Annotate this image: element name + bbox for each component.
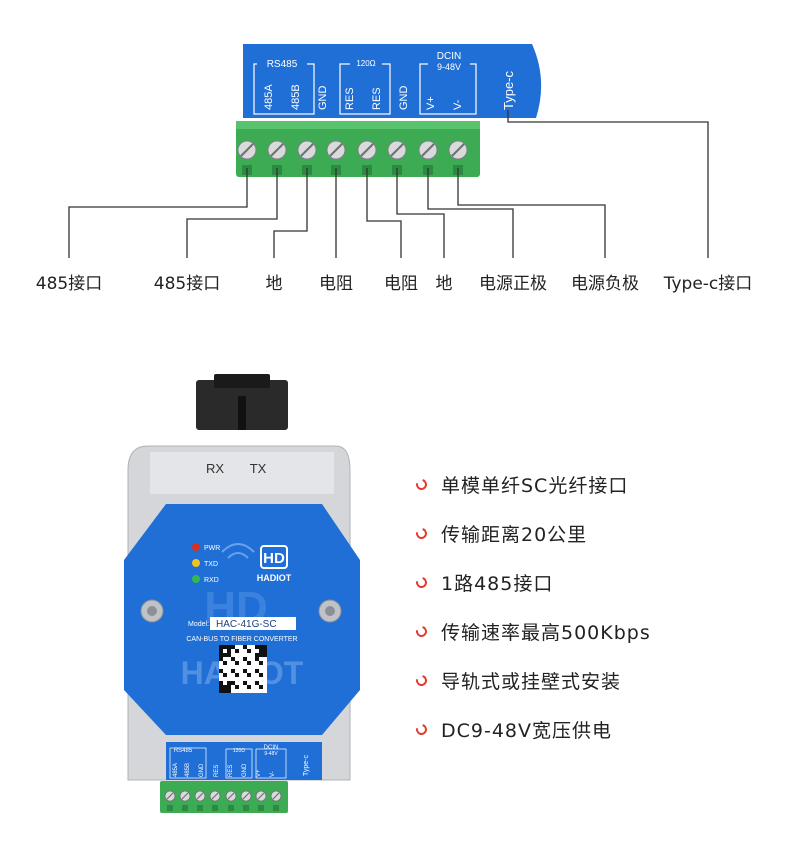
qr-code [219, 645, 267, 693]
feature-text: 单模单纤SC光纤接口 [441, 475, 629, 497]
bottom-group-rs485-label: RS485 [174, 748, 193, 754]
bullet-ring-icon [413, 721, 430, 738]
model-number: HAC-41G-SC [216, 619, 277, 630]
hadiot-logo-icon: HD [260, 545, 288, 569]
bottom-pin-label: 485A [173, 763, 179, 777]
feature-text: DC9-48V宽压供电 [441, 720, 613, 742]
feature-list: 单模单纤SC光纤接口 传输距离20公里 1路485接口 传输速率最高500Kbp… [413, 460, 651, 754]
group-dcin-label: DCIN [437, 51, 461, 62]
bottom-pin-labels: 485A 485B GND RES RES GND V+ V- [173, 763, 276, 777]
bottom-group-dcin-label: DCIN [264, 745, 279, 751]
feature-text: 导轨式或挂壁式安装 [441, 671, 622, 693]
callout-label: 电阻 [319, 274, 353, 294]
device-subtitle: CAN-BUS TO FIBER CONVERTER [186, 636, 297, 643]
pin-label: 485B [290, 84, 302, 110]
bottom-pin-label: GND [199, 763, 205, 777]
device-illustration: RX TX PWR TXD RXD HD HADIOT HD [124, 374, 360, 813]
bottom-pin-label: 485B [185, 763, 191, 777]
pwr-led-icon [192, 543, 200, 551]
feature-text: 1路485接口 [441, 573, 554, 595]
callout-label: 485接口 [36, 274, 102, 294]
typec-label: Type-c [501, 70, 516, 110]
feature-text: 传输速率最高500Kbps [441, 622, 651, 644]
callout-lines [68, 110, 709, 258]
callout-label: 地 [436, 274, 453, 294]
feature-item: 单模单纤SC光纤接口 [413, 460, 651, 509]
feature-item: 1路485接口 [413, 558, 651, 607]
bottom-group-120-label: 120Ω [233, 748, 245, 754]
bottom-pin-label: RES [214, 765, 220, 777]
pwr-label: PWR [204, 545, 220, 552]
bullet-ring-icon [413, 476, 430, 493]
rx-label: RX [206, 461, 224, 476]
group-rs485-label: RS485 [267, 59, 298, 70]
bottom-typec-label: Type-c [303, 754, 310, 776]
callout-label: 电源负极 [571, 274, 639, 294]
bullet-ring-icon [413, 574, 430, 591]
bottom-pin-label: RES [228, 765, 234, 777]
pin-label: GND [398, 86, 410, 111]
bottom-group-dcin-range-label: 9-48V [264, 751, 278, 757]
status-leds: PWR TXD RXD [192, 543, 220, 584]
txd-label: TXD [204, 561, 218, 568]
feature-item: 传输速率最高500Kbps [413, 607, 651, 656]
svg-text:HD: HD [263, 550, 285, 567]
txd-led-icon [192, 559, 200, 567]
bullet-ring-icon [413, 623, 430, 640]
rxd-label: RXD [204, 577, 219, 584]
top-connector-panel: RS485 120Ω DCIN 9-48V 485A 485B GND RES RES G… [243, 44, 542, 118]
model-prefix: Model: [188, 621, 209, 628]
feature-item: DC9-48V宽压供电 [413, 705, 651, 754]
feature-item: 导轨式或挂壁式安装 [413, 656, 651, 705]
feature-text: 传输距离20公里 [441, 524, 588, 546]
pin-label: V+ [425, 96, 437, 110]
pin-label: GND [317, 86, 329, 111]
callout-label: Type-c接口 [663, 274, 753, 294]
bottom-pin-label: V- [270, 771, 276, 777]
brand-label: HADIOT [257, 573, 292, 583]
pin-label: RES [371, 87, 383, 110]
rxd-led-icon [192, 575, 200, 583]
group-dcin-range-label: 9-48V [437, 62, 461, 72]
callout-label: 地 [266, 274, 283, 294]
left-screw-icon [140, 599, 164, 623]
top-pin-labels: 485A 485B GND RES RES GND V+ V- [263, 84, 464, 110]
bullet-ring-icon [413, 672, 430, 689]
tx-label: TX [250, 461, 267, 476]
callout-label: 485接口 [154, 274, 220, 294]
bottom-pin-label: GND [242, 763, 248, 777]
callout-label: 电源正极 [479, 274, 547, 294]
bottom-pin-label: V+ [256, 769, 262, 777]
pin-label: RES [344, 87, 356, 110]
wireless-icon [221, 543, 255, 559]
top-terminal-block [236, 121, 480, 177]
callout-label: 电阻 [384, 274, 418, 294]
feature-item: 传输距离20公里 [413, 509, 651, 558]
pin-label: 485A [263, 84, 275, 110]
group-120-label: 120Ω [356, 59, 375, 68]
pin-label: V- [452, 99, 464, 110]
right-screw-icon [318, 599, 342, 623]
bullet-ring-icon [413, 525, 430, 542]
